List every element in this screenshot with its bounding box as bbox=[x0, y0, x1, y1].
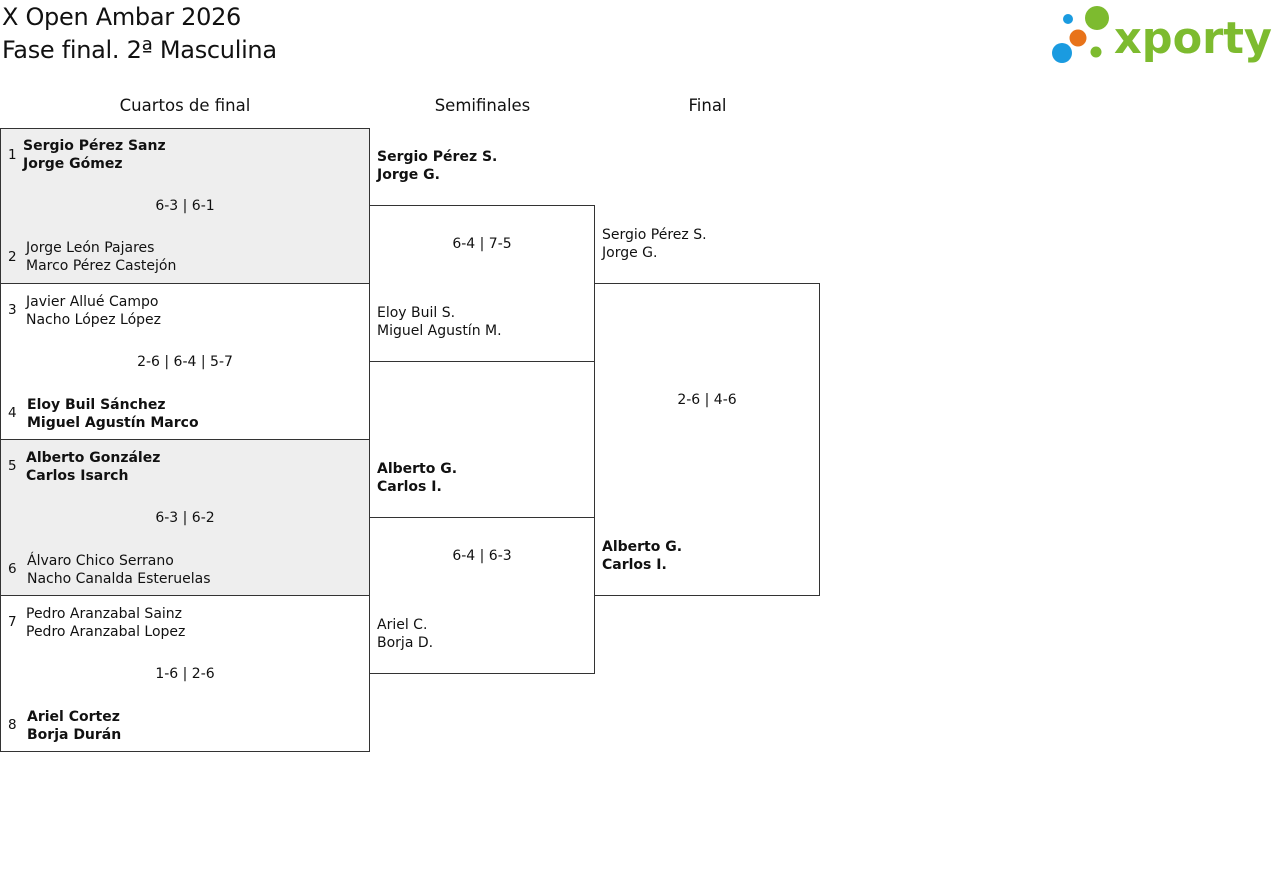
seed-number: 8 bbox=[8, 717, 17, 733]
player-name: Carlos Isarch bbox=[26, 468, 129, 484]
quarterfinal-match-3: 5 Alberto González Carlos Isarch 6-3 | 6… bbox=[0, 439, 370, 596]
round-header-semifinals: Semifinales bbox=[434, 96, 531, 115]
logo-dot-blue-large bbox=[1052, 43, 1072, 63]
quarterfinal-match-4: 7 Pedro Aranzabal Sainz Pedro Aranzabal … bbox=[0, 595, 370, 752]
round-header-final: Final bbox=[688, 96, 727, 115]
tournament-subtitle: Fase final. 2ª Masculina bbox=[2, 36, 277, 64]
player-name: Borja D. bbox=[377, 635, 434, 651]
logo-dot-orange bbox=[1069, 29, 1087, 47]
seed-number: 7 bbox=[8, 614, 17, 630]
seed-number: 6 bbox=[8, 561, 17, 577]
final-match: 2-6 | 4-6 Alberto G. Carlos I. bbox=[594, 283, 820, 596]
round-header-quarterfinals: Cuartos de final bbox=[119, 96, 251, 115]
player-name: Miguel Agustín M. bbox=[377, 323, 502, 339]
logo-wordmark: xporty bbox=[1114, 13, 1272, 64]
match-score: 6-4 | 7-5 bbox=[452, 236, 512, 252]
player-name: Jorge G. bbox=[602, 245, 658, 261]
player-name: Carlos I. bbox=[602, 557, 667, 573]
player-name: Jorge León Pajares bbox=[26, 240, 155, 256]
match-score: 6-4 | 6-3 bbox=[452, 548, 512, 564]
team-pair: Pedro Aranzabal Sainz Pedro Aranzabal Lo… bbox=[26, 605, 185, 641]
player-name: Pedro Aranzabal Sainz bbox=[26, 606, 183, 622]
player-name: Sergio Pérez Sanz bbox=[23, 138, 166, 154]
player-name: Carlos I. bbox=[377, 479, 442, 495]
player-name: Alberto G. bbox=[377, 461, 458, 477]
team-pair-winner: Sergio Pérez Sanz Jorge Gómez bbox=[23, 137, 166, 173]
player-name: Nacho López López bbox=[26, 312, 162, 328]
final-team-a: Sergio Pérez S. Jorge G. bbox=[602, 226, 707, 262]
match-score: 2-6 | 4-6 bbox=[677, 392, 737, 408]
team-pair: Javier Allué Campo Nacho López López bbox=[26, 293, 161, 329]
match-score: 6-3 | 6-1 bbox=[155, 198, 215, 214]
player-name: Ariel Cortez bbox=[27, 709, 120, 725]
logo-dot-green-large bbox=[1085, 6, 1109, 30]
player-name: Pedro Aranzabal Lopez bbox=[26, 624, 186, 640]
semifinal-2-team-b: Ariel C. Borja D. bbox=[377, 616, 433, 652]
player-name: Ariel C. bbox=[377, 617, 428, 633]
logo-dot-blue-small bbox=[1063, 14, 1073, 24]
match-score: 1-6 | 2-6 bbox=[155, 666, 215, 682]
team-pair: Álvaro Chico Serrano Nacho Canalda Ester… bbox=[27, 552, 211, 588]
player-name: Miguel Agustín Marco bbox=[27, 415, 199, 431]
team-pair-winner: Ariel Cortez Borja Durán bbox=[27, 708, 121, 744]
seed-number: 3 bbox=[8, 302, 17, 318]
player-name: Eloy Buil S. bbox=[377, 305, 456, 321]
semifinal-1-team-a: Sergio Pérez S. Jorge G. bbox=[377, 148, 497, 184]
team-pair-winner: Eloy Buil Sánchez Miguel Agustín Marco bbox=[27, 396, 199, 432]
match-score: 2-6 | 6-4 | 5-7 bbox=[137, 354, 233, 370]
player-name: Alberto González bbox=[26, 450, 161, 466]
player-name: Jorge G. bbox=[377, 167, 440, 183]
final-team-b-winner: Alberto G. Carlos I. bbox=[602, 538, 682, 574]
player-name: Marco Pérez Castejón bbox=[26, 258, 177, 274]
quarterfinal-match-2: 3 Javier Allué Campo Nacho López López 2… bbox=[0, 283, 370, 440]
quarterfinal-match-1: 1 Sergio Pérez Sanz Jorge Gómez 6-3 | 6-… bbox=[0, 128, 370, 284]
player-name: Álvaro Chico Serrano bbox=[27, 553, 174, 569]
semifinal-1-team-b: Eloy Buil S. Miguel Agustín M. bbox=[377, 304, 502, 340]
seed-number: 4 bbox=[8, 405, 17, 421]
logo-dot-green-small bbox=[1090, 46, 1102, 58]
seed-number: 2 bbox=[8, 249, 17, 265]
player-name: Alberto G. bbox=[602, 539, 683, 555]
seed-number: 5 bbox=[8, 458, 17, 474]
team-pair-winner: Alberto González Carlos Isarch bbox=[26, 449, 160, 485]
player-name: Jorge Gómez bbox=[23, 156, 123, 172]
semifinal-2-team-a: Alberto G. Carlos I. bbox=[377, 460, 457, 496]
match-score: 6-3 | 6-2 bbox=[155, 510, 215, 526]
player-name: Sergio Pérez S. bbox=[602, 227, 707, 243]
semifinal-match-2: 6-4 | 6-3 Ariel C. Borja D. bbox=[369, 517, 595, 674]
player-name: Javier Allué Campo bbox=[26, 294, 159, 310]
player-name: Borja Durán bbox=[27, 727, 122, 743]
player-name: Sergio Pérez S. bbox=[377, 149, 498, 165]
player-name: Nacho Canalda Esteruelas bbox=[27, 571, 211, 587]
seed-number: 1 bbox=[8, 147, 17, 163]
tournament-title: X Open Ambar 2026 bbox=[2, 3, 242, 31]
team-pair: Jorge León Pajares Marco Pérez Castejón bbox=[26, 239, 176, 275]
xporty-logo: xporty bbox=[1052, 5, 1274, 65]
player-name: Eloy Buil Sánchez bbox=[27, 397, 166, 413]
semifinal-match-1: 6-4 | 7-5 Eloy Buil S. Miguel Agustín M. bbox=[369, 205, 595, 362]
